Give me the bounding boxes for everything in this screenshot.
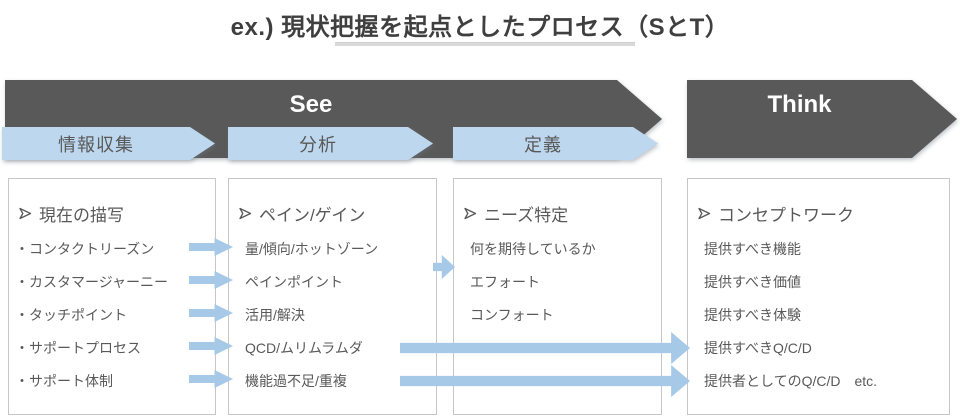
list-item: 提供すべきQ/C/D [704,340,812,356]
step-arrow-definition: 定義 [453,127,658,160]
list-item: 提供すべき価値 [704,274,802,290]
list-item: コンフォート [470,307,554,323]
list-item: 提供すべき機能 [704,241,802,257]
list-item: ペインポイント [245,274,343,290]
list-item: 提供すべき体験 [704,307,802,323]
phase-label-see: See [289,91,333,118]
phase-arrow-think: Think [687,80,957,158]
box-concept-work: コンセプトワーク 提供すべき機能 提供すべき価値 提供すべき体験 提供すべきQ/… [687,178,950,415]
box-header-label: 現在の描写 [39,206,124,225]
list-item: 機能過不足/重複 [245,373,347,389]
arrowhead-bullet-icon [464,207,477,220]
list-item: ・サポート体制 [15,373,113,389]
step-label: 情報収集 [58,134,134,155]
arrowhead-bullet-icon [239,207,252,220]
list-item: 何を期待しているか [470,241,596,257]
box-header: ペイン/ゲイン [239,201,365,226]
list-item: エフォート [470,274,540,290]
step-label: 定義 [524,134,562,155]
think-chevron-shape [687,80,957,158]
step-arrow-analysis: 分析 [228,127,433,160]
step-chevron-shape [2,127,215,160]
step-label: 分析 [299,134,337,155]
box-header-label: コンセプトワーク [718,206,854,225]
list-item: ・コンタクトリーズン [15,241,155,257]
phase-label-think: Think [767,91,832,118]
list-item: ・サポートプロセス [15,340,141,356]
list-item: ・タッチポイント [15,307,127,323]
step-chevron-shape [453,127,658,160]
box-header-label: ニーズ特定 [484,206,569,225]
box-pain-gain: ペイン/ゲイン 量/傾向/ホットゾーン ペインポイント 活用/解決 QCD/ムリ… [228,178,437,415]
box-needs-identification: ニーズ特定 何を期待しているか エフォート コンフォート [453,178,662,415]
list-item: ・カスタマージャーニー [15,274,169,290]
page-title: ex.) 現状把握を起点としたプロセス（SとT） [230,14,730,41]
step-arrow-information-gathering: 情報収集 [2,127,215,160]
title-underline [335,42,635,46]
list-item: 提供者としてのQ/C/D etc. [704,373,878,389]
box-header: ニーズ特定 [464,201,568,226]
list-item: QCD/ムリムラムダ [245,340,363,356]
arrowhead-bullet-icon [19,207,32,220]
box-header-label: ペイン/ゲイン [259,206,366,225]
box-header: コンセプトワーク [698,201,854,226]
list-item: 活用/解決 [245,307,305,323]
box-current-depiction: 現在の描写 ・コンタクトリーズン ・カスタマージャーニー ・タッチポイント ・サ… [8,178,216,415]
arrowhead-bullet-icon [698,207,711,220]
step-chevron-shape [228,127,433,160]
box-header: 現在の描写 [19,201,124,226]
list-item: 量/傾向/ホットゾーン [245,241,379,257]
